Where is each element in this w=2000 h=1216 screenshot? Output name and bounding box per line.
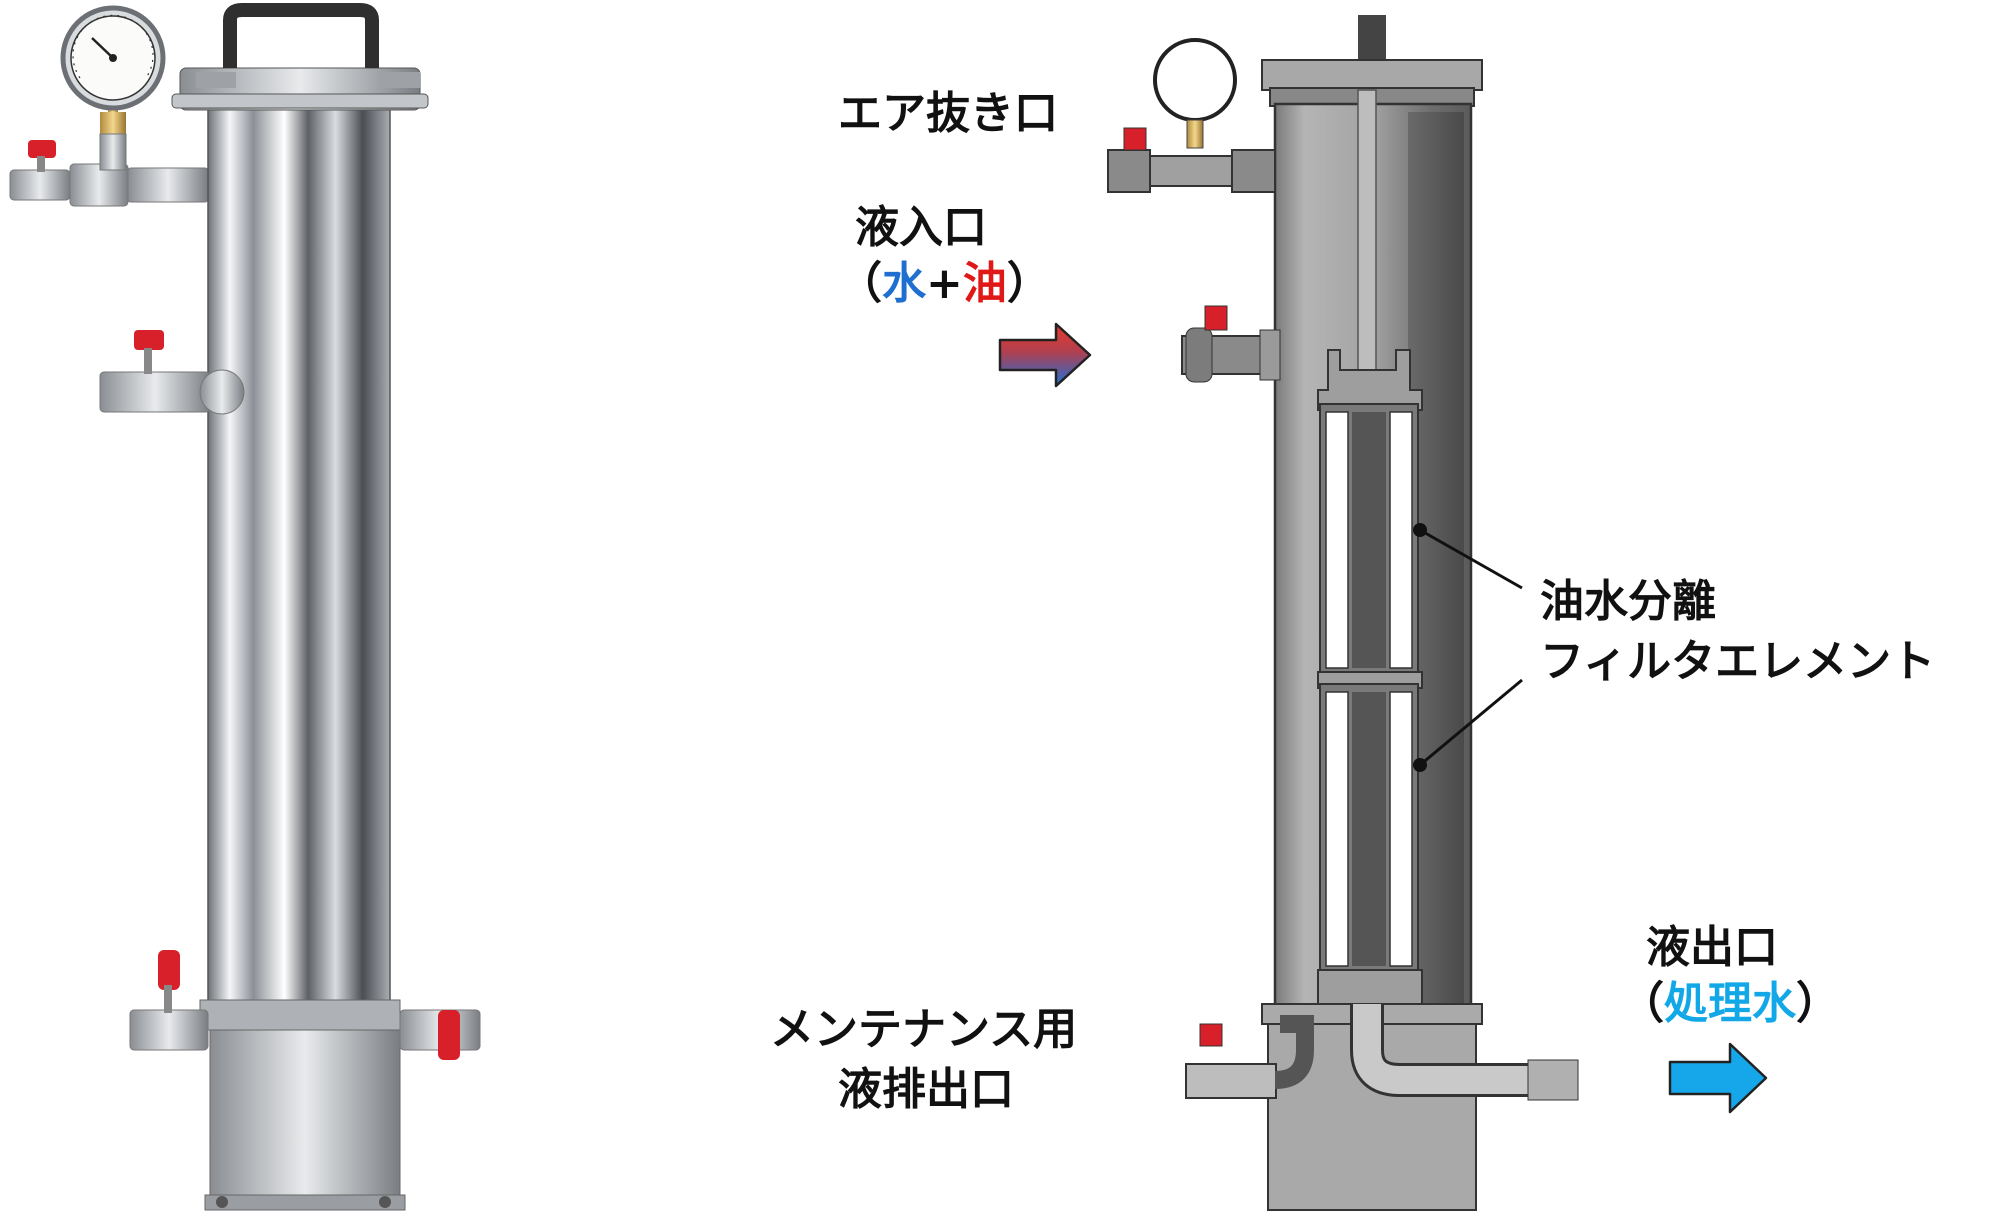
outlet-label: 液出口: [1646, 922, 1778, 973]
valve-handle-middle: [134, 330, 164, 350]
inlet-oil-text: 油: [962, 258, 1007, 309]
inlet-paren-open: （: [838, 258, 882, 309]
outlet-treated-text: 処理水: [1664, 978, 1796, 1029]
cross-section-diagram: [1107, 15, 1579, 1211]
leader-line-upper: [1419, 528, 1523, 590]
inlet-plus-text: +: [926, 258, 963, 309]
valve-handle-top: [28, 140, 56, 158]
inlet-valve-icon: [1204, 305, 1228, 331]
inlet-paren-close: ）: [1006, 258, 1051, 309]
air-vent-valve-icon: [1123, 127, 1147, 151]
pressure-gauge-photo: [60, 5, 166, 134]
inlet-label: 液入口: [855, 202, 987, 253]
drain-label-line2: 液排出口: [838, 1064, 1014, 1115]
filter-element-label-line2: フィルタエレメント: [1540, 636, 1936, 687]
pressure-gauge: [1153, 38, 1237, 149]
inlet-water-text: 水: [882, 258, 926, 309]
outlet-arrow-icon: [1668, 1042, 1768, 1114]
outlet-paren-open: （: [1620, 978, 1664, 1029]
outlet-contents-label: （処理水）: [1620, 978, 1840, 1031]
drain-valve-icon: [1199, 1023, 1223, 1047]
outlet-paren-close: ）: [1796, 978, 1840, 1029]
filter-element-label-line1: 油水分離: [1540, 576, 1716, 627]
drain-label-line1: メンテナンス用: [770, 1004, 1078, 1055]
valve-handle-bottom-left: [158, 950, 180, 990]
filter-element-lower: [1319, 683, 1419, 975]
inlet-contents-label: （水+油）: [838, 258, 1051, 311]
valve-handle-bottom-right: [438, 1010, 460, 1060]
leader-line-lower: [1419, 678, 1523, 767]
photo-housing: [9, 3, 481, 1211]
filter-element-upper: [1319, 403, 1419, 677]
air-vent-label: エア抜き口: [838, 88, 1058, 139]
inlet-arrow-icon: [998, 322, 1092, 388]
